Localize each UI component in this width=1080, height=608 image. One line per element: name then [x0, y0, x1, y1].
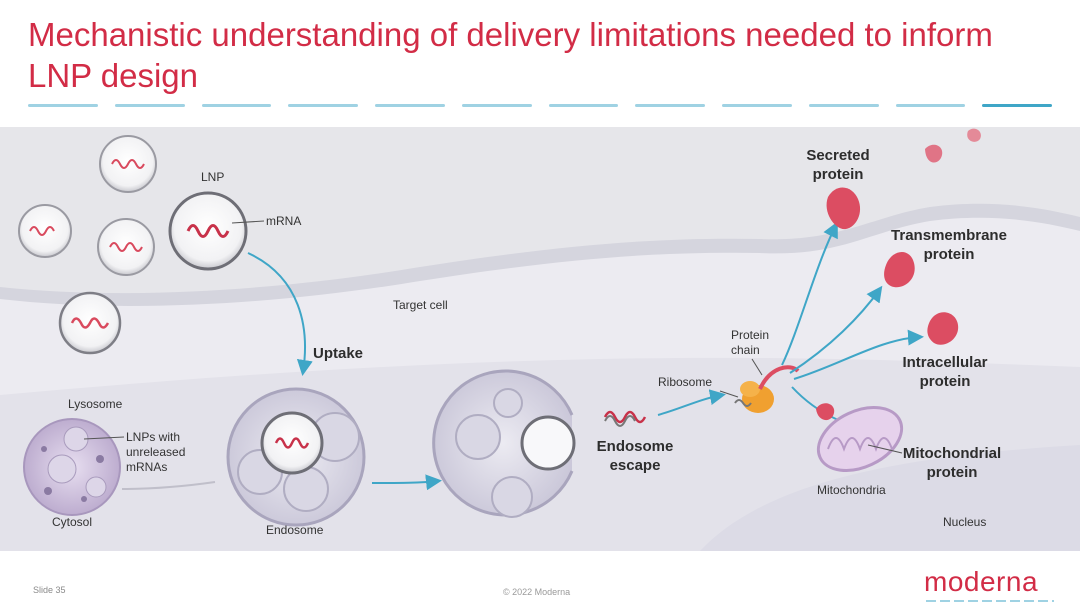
label-lysosome: Lysosome: [68, 397, 123, 411]
label-mitochondria: Mitochondria: [817, 483, 886, 497]
mitochondria: [816, 406, 904, 472]
label-cytosol: Cytosol: [52, 515, 93, 529]
label-endosome-escape: Endosome escape: [596, 438, 674, 474]
label-transmembrane-protein: Transmembrane protein: [891, 227, 1007, 263]
secreted-protein-shape: [826, 187, 861, 230]
logo-underline: [926, 600, 1054, 602]
label-uptake: Uptake: [313, 345, 364, 362]
label-target-cell: Target cell: [393, 298, 448, 312]
moderna-logo: moderna: [924, 566, 1039, 597]
transmembrane-protein-shape: [884, 251, 915, 288]
label-secreted-protein: Secreted protein: [806, 147, 870, 183]
label-mrna: mRNA: [266, 214, 302, 228]
label-protein-chain: Protein chain: [731, 328, 770, 357]
lnp-main: [168, 191, 265, 271]
label-nucleus: Nucleus: [943, 515, 987, 529]
endosome-1: [226, 387, 366, 527]
endosome-2: [432, 369, 576, 518]
copyright: © 2022 Moderna: [503, 587, 571, 597]
slide-title: Mechanistic understanding of delivery li…: [28, 16, 993, 94]
label-endosome: Endosome: [266, 523, 324, 537]
label-ribosome: Ribosome: [658, 375, 713, 389]
diagram-artwork: [0, 127, 1080, 552]
label-lnps-unreleased: LNPs with unreleased mRNAs: [126, 430, 186, 474]
lysosome: [23, 418, 125, 516]
label-mitochondrial-protein: Mitochondrial protein: [902, 445, 1002, 481]
lnp-delivery-diagram: LNP mRNA Target cell Uptake Lysosome LNP…: [0, 127, 1080, 552]
lnp-small-1: [99, 135, 157, 193]
title-divider: [28, 104, 1052, 110]
intracellular-protein-shape: [927, 312, 959, 345]
label-intracellular-protein: Intracellular protein: [902, 354, 988, 390]
label-lnp: LNP: [201, 170, 225, 184]
slide-number: Slide 35: [33, 585, 66, 595]
